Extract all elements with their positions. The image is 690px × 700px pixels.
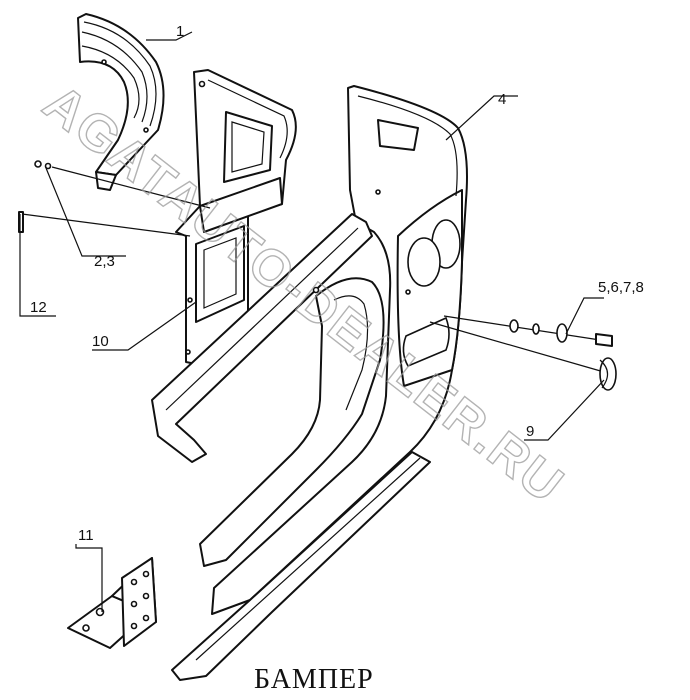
callout-9: 9: [526, 423, 534, 440]
fasteners-2-3: [34, 160, 211, 209]
callout-11: 11: [78, 527, 94, 544]
callout-4: 4: [498, 91, 506, 108]
fasteners-5-8: [443, 315, 613, 347]
part-11-mounting-bracket: [67, 557, 157, 649]
callout-1: 1: [176, 23, 184, 40]
callout-5-6-7-8: 5,6,7,8: [598, 279, 644, 296]
leader-lines: [19, 31, 605, 612]
callout-2-3: 2,3: [94, 253, 115, 270]
part-10-lamp-bracket: [175, 69, 297, 365]
callout-12: 12: [30, 299, 47, 316]
plug-9: [429, 321, 617, 391]
diagram-title: БАМПЕР: [254, 664, 374, 695]
part-4-bumper: [151, 85, 468, 681]
callout-10: 10: [92, 333, 109, 350]
